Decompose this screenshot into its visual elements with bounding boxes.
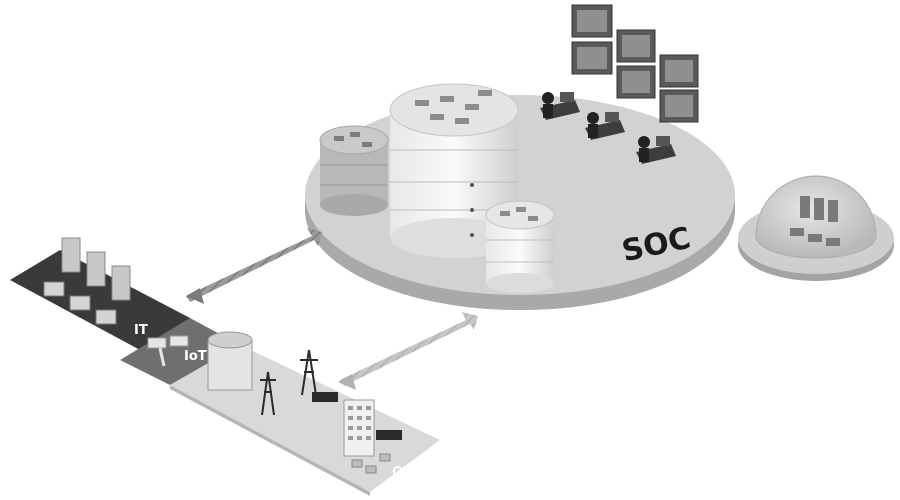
iot-cameras <box>147 335 189 367</box>
ot-substation <box>207 331 253 391</box>
it-laptops <box>43 281 117 325</box>
ot-router <box>312 392 402 440</box>
small-database-cylinder-left <box>319 125 389 216</box>
it-servers <box>61 237 131 301</box>
remote-site-dome <box>738 175 894 281</box>
ot-building <box>343 399 375 457</box>
it-label: IT <box>134 323 148 338</box>
operator-workstation-1 <box>540 92 580 120</box>
it-soc-arrow <box>186 228 322 304</box>
ot-sensors <box>351 453 391 474</box>
ot-power-towers <box>260 349 318 416</box>
ot-soc-arrow <box>338 312 478 390</box>
ot-label: OT <box>392 465 412 480</box>
iot-label: IoT <box>184 349 207 364</box>
operator-workstation-3 <box>636 136 676 164</box>
small-database-cylinder-right <box>485 200 555 293</box>
iot-zone <box>120 318 240 385</box>
operator-workstation-2 <box>585 112 625 140</box>
